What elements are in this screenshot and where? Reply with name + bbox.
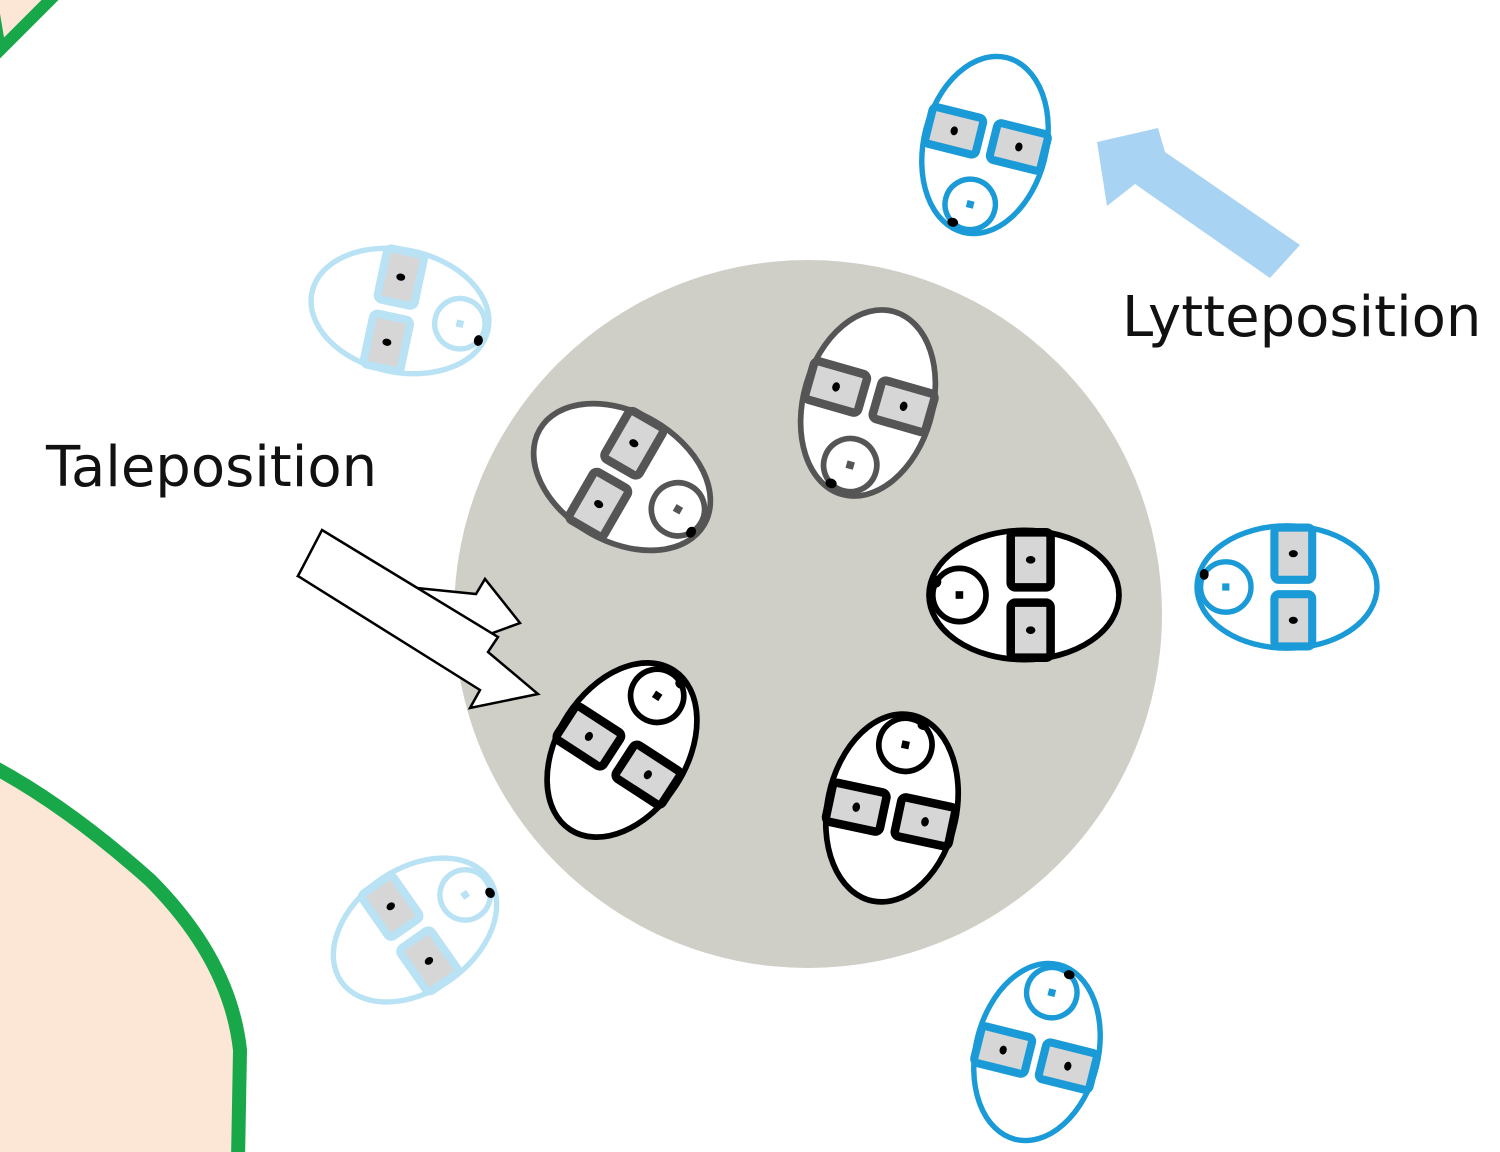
corner-blob bbox=[0, 0, 59, 59]
listener-person-icon bbox=[929, 530, 1119, 659]
solid-arrow-icon bbox=[1097, 128, 1300, 278]
outline-arrow-icon bbox=[296, 528, 541, 710]
faded-listener-person-icon bbox=[306, 828, 524, 1032]
listener-person-icon bbox=[1197, 526, 1377, 648]
background-blob bbox=[0, 762, 248, 1152]
speaking-position-label: Taleposition bbox=[46, 435, 378, 500]
listening-position-label: Lytteposition bbox=[1122, 285, 1482, 350]
listener-person-icon bbox=[956, 950, 1118, 1152]
listener-person-icon bbox=[904, 43, 1066, 247]
faded-listener-person-icon bbox=[299, 232, 501, 389]
